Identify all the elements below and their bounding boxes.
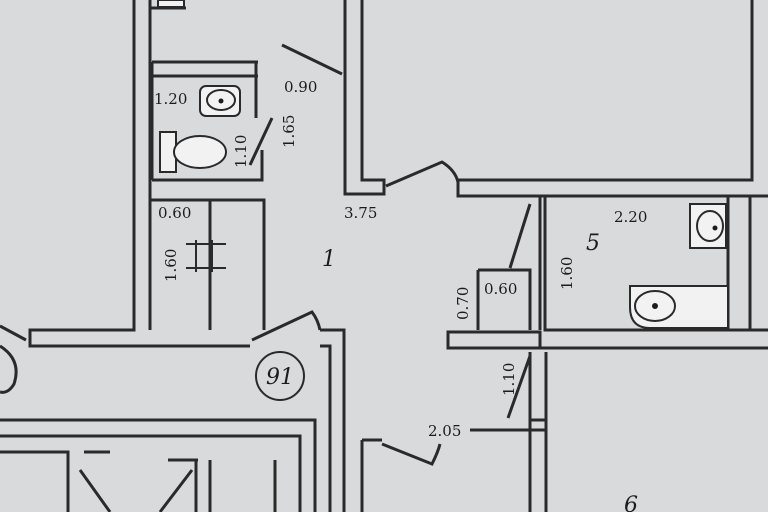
apartment-circle	[255, 351, 305, 401]
apartment-number: 91	[266, 365, 294, 390]
dim-wc-height: 1.65	[280, 115, 298, 148]
room-labels: 1 5 91 6	[266, 231, 638, 512]
dim-corridor-width: 1.10	[500, 363, 518, 396]
dim-closet-width: 0.60	[158, 204, 191, 222]
dim-bath-width: 2.20	[614, 208, 647, 226]
dim-bath-depth: 1.60	[558, 257, 576, 290]
dim-niche-width: 0.60	[484, 280, 517, 298]
dim-niche-depth: 0.70	[454, 287, 472, 320]
dim-hall-width: 3.75	[344, 204, 377, 222]
room-number-bathroom: 5	[586, 231, 600, 256]
dim-wc-depth: 1.10	[232, 135, 250, 168]
doors	[0, 43, 532, 466]
dim-wc-door: 0.90	[284, 78, 317, 96]
dim-wc-width: 1.20	[154, 90, 187, 108]
room-number-bottom: 6	[624, 493, 638, 512]
fixtures	[157, 0, 729, 329]
closet-shelves	[186, 240, 226, 272]
room-number-hall: 1	[322, 247, 336, 272]
dim-closet-depth: 1.60	[162, 249, 180, 282]
dimension-labels: 0.90 1.20 1.10 1.65 3.75 0.60 1.60 2.20 …	[154, 78, 647, 440]
fixture-drains	[218, 98, 718, 309]
dim-corridor-length: 2.05	[428, 422, 461, 440]
